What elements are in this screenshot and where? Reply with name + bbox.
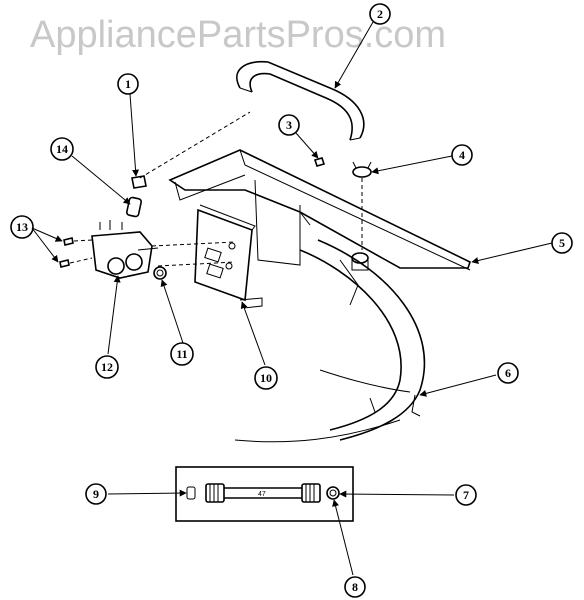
water-valve-part (91, 220, 159, 279)
fill-hose-part (236, 61, 365, 141)
grommet-part (153, 266, 167, 280)
callout-6: 6 (497, 362, 519, 384)
svg-text:11: 11 (176, 347, 187, 361)
callout-5: 5 (551, 232, 573, 254)
callout-10: 10 (254, 366, 278, 390)
callout-8: 8 (344, 576, 366, 598)
svg-text:13: 13 (16, 220, 28, 234)
callout-4: 4 (451, 144, 473, 166)
assembly-guide-lines (69, 111, 363, 267)
svg-text:47: 47 (258, 491, 266, 498)
inlet-grommet (351, 252, 369, 271)
callout-14: 14 (50, 137, 74, 161)
svg-text:9: 9 (93, 487, 99, 501)
svg-text:14: 14 (56, 142, 68, 156)
svg-text:8: 8 (352, 580, 358, 594)
svg-text:4: 4 (459, 148, 465, 162)
callout-13: 13 (10, 215, 34, 239)
svg-text:10: 10 (260, 371, 272, 385)
elbow-part (131, 175, 147, 189)
svg-text:7: 7 (463, 488, 469, 502)
svg-text:2: 2 (377, 7, 383, 21)
callout-1: 1 (117, 73, 139, 95)
screw-part (313, 157, 326, 167)
nozzle-part (126, 196, 142, 218)
inlet-hose-kit-box: 47 (175, 466, 354, 522)
svg-text:12: 12 (101, 360, 113, 374)
svg-text:6: 6 (505, 366, 511, 380)
callout-3: 3 (278, 114, 300, 136)
callout-7: 7 (455, 484, 477, 506)
tub-cover-part (168, 149, 471, 271)
callout-2: 2 (369, 3, 391, 25)
svg-text:1: 1 (125, 77, 131, 91)
watermark-logo: AppliancePartsPros.com (30, 14, 447, 56)
svg-text:5: 5 (559, 236, 565, 250)
tub-body-part (234, 239, 426, 443)
svg-text:3: 3 (286, 118, 292, 132)
callout-12: 12 (95, 355, 119, 379)
callout-11: 11 (170, 342, 194, 366)
valve-screws-part (59, 237, 74, 268)
callout-leaders (31, 21, 553, 576)
hose-clamp-part (352, 161, 372, 178)
callout-9: 9 (85, 483, 107, 505)
mounting-bracket-part (194, 204, 263, 309)
